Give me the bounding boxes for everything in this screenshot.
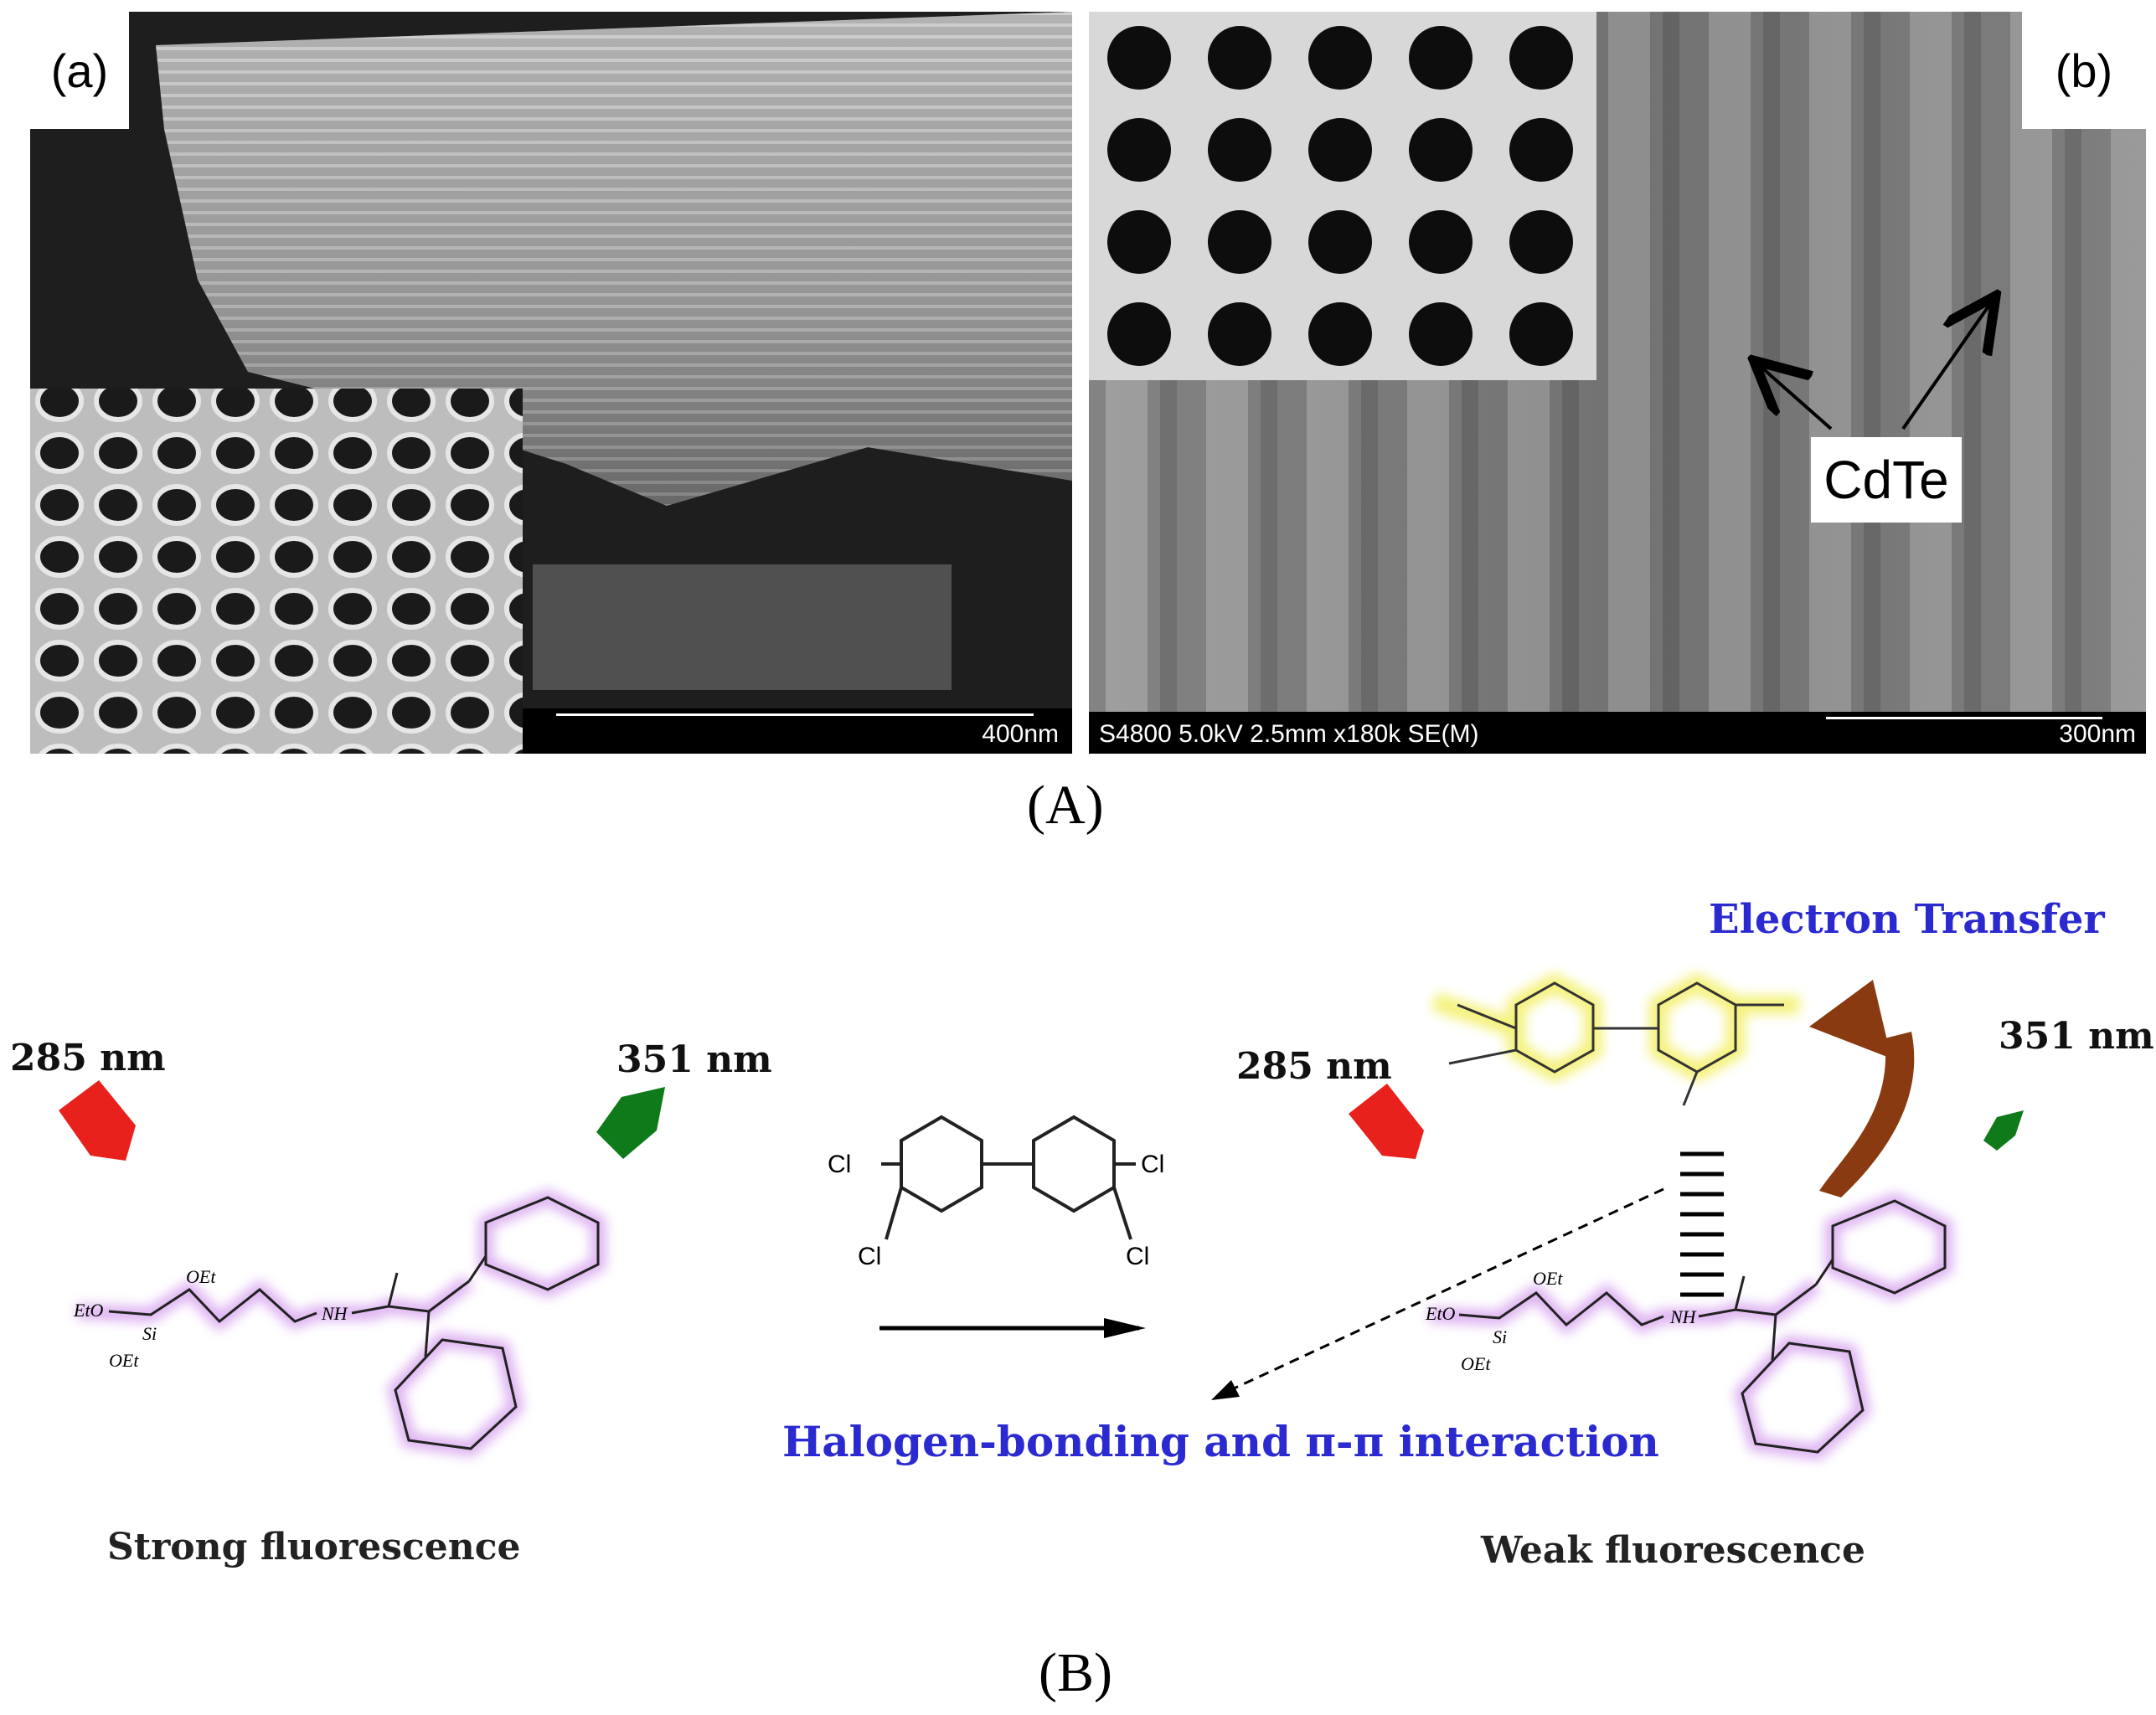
weak-fluorescence-label: Weak fluorescence [1481,1529,1865,1572]
mol-left-eto: EtO [74,1300,104,1321]
cdte-label: CdTe [1811,437,1962,523]
panel-label-a: (a) [30,12,129,129]
scale-value-b: 300nm [2059,720,2136,748]
reagent-cl-1: Cl [828,1151,852,1178]
interaction-label: Halogen-bonding and π-π interaction [782,1417,1659,1466]
biphenyl-highlighted [1431,972,1799,1106]
red-excitation-arrow-right [1349,1084,1424,1159]
right-excitation-label: 285 nm [1236,1045,1392,1088]
sem-image-a [30,12,1072,754]
strong-fluorescence-label: Strong fluorescence [107,1526,521,1568]
interaction-pointer [1211,1187,1664,1400]
electron-transfer-label: Electron Transfer [1709,896,2105,943]
mol-right-eto: EtO [1426,1303,1456,1324]
molecule-left [76,1189,606,1457]
scale-bar-a: 400nm [523,708,1072,754]
right-emission-label: 351 nm [1999,1015,2154,1058]
reagent-cl-4: Cl [1126,1243,1150,1270]
mol-left-nh: NH [322,1303,348,1324]
mol-left-oet-top: OEt [186,1266,216,1287]
tetrachlorobiphenyl-reagent [881,1115,1136,1240]
caption-b: (B) [1039,1642,1112,1703]
left-emission-label: 351 nm [616,1038,772,1081]
mol-left-oet-bottom: OEt [109,1350,139,1371]
reagent-cl-3: Cl [1141,1151,1165,1178]
red-excitation-arrow-left [59,1080,136,1161]
mol-right-oet-top: OEt [1533,1268,1563,1289]
mol-right-nh: NH [1670,1306,1696,1327]
electron-transfer-arrow [1809,980,1915,1197]
green-emission-arrow-left [596,1087,665,1159]
mol-right-si: Si [1493,1326,1508,1347]
reagent-cl-2: Cl [858,1243,882,1270]
scale-ticks-b [1826,717,2102,726]
left-excitation-label: 285 nm [10,1037,166,1079]
panel-label-b: (b) [2022,12,2146,129]
scale-bar-b: S4800 5.0kV 2.5mm x180k SE(M) 300nm [1089,712,2146,754]
mol-left-si: Si [142,1323,157,1344]
halogen-bond-dashes [1680,1151,1724,1297]
reaction-arrow [879,1318,1146,1338]
scale-value-a: 400nm [982,720,1059,748]
sem-instrument-info: S4800 5.0kV 2.5mm x180k SE(M) [1099,720,1479,748]
molecule-right [1428,1192,1952,1460]
mol-right-oet-bottom: OEt [1461,1353,1491,1374]
scale-ticks-a [556,713,1034,723]
green-emission-arrow-right [1983,1110,2024,1151]
caption-a: (A) [1027,775,1104,836]
